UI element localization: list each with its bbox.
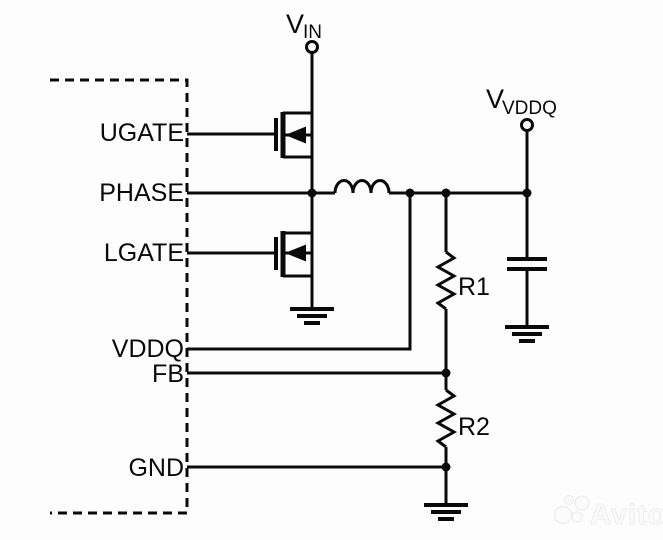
r2-zigzag xyxy=(434,388,458,449)
pin-label-gnd: GND xyxy=(128,454,184,482)
resistor-r2: R2 xyxy=(434,373,490,505)
watermark-text: Avito xyxy=(590,499,663,531)
pin-label-lgate: LGATE xyxy=(104,239,184,267)
junction-dot-gnd-node xyxy=(441,462,451,472)
r1-label: R1 xyxy=(458,273,490,301)
vin-label-subscript: IN xyxy=(303,22,322,43)
vout-label: V xyxy=(486,84,504,114)
ground-symbol-cap xyxy=(505,325,549,343)
pin-label-ugate: UGATE xyxy=(100,119,184,147)
avito-logo-icon xyxy=(554,495,590,524)
pin-label-fb: FB xyxy=(152,360,184,388)
avito-logo-circle-right xyxy=(574,495,590,511)
r2-label: R2 xyxy=(458,413,490,441)
r1-zigzag xyxy=(434,250,458,311)
vin-terminal xyxy=(305,40,319,54)
avito-logo-circle-small-bottom xyxy=(571,511,583,523)
high-side-body-arrow-icon xyxy=(285,126,306,144)
low-side-body-arrow-icon xyxy=(285,244,306,262)
vin-label: V xyxy=(286,9,304,39)
vddq-sense-wire xyxy=(187,193,412,351)
junction-dot-fb-node xyxy=(441,368,451,378)
junction-dot-vddq-tap xyxy=(405,188,415,198)
resistor-r1: R1 xyxy=(434,193,490,373)
vout-label-subscript: VDDQ xyxy=(502,98,557,119)
low-side-mosfet xyxy=(274,193,314,309)
ground-symbol-lowside xyxy=(290,307,334,325)
junction-dot-r1-top xyxy=(441,188,451,198)
pin-label-vddq: VDDQ xyxy=(112,335,184,363)
watermark-avito: Avito xyxy=(554,495,663,531)
inductor-coil xyxy=(333,179,391,194)
junction-dot-phase-node xyxy=(307,188,317,198)
controller-boundary-dashed-box xyxy=(50,78,189,515)
junction-dot-output xyxy=(522,188,532,198)
pin-label-phase: PHASE xyxy=(99,179,184,207)
avito-logo-circle-small-top xyxy=(564,495,574,505)
ground-symbol-r2 xyxy=(424,503,468,521)
vout-terminal xyxy=(520,118,534,132)
output-capacitor xyxy=(507,193,547,327)
high-side-mosfet xyxy=(274,52,314,193)
avito-logo-circle-big xyxy=(554,506,572,524)
